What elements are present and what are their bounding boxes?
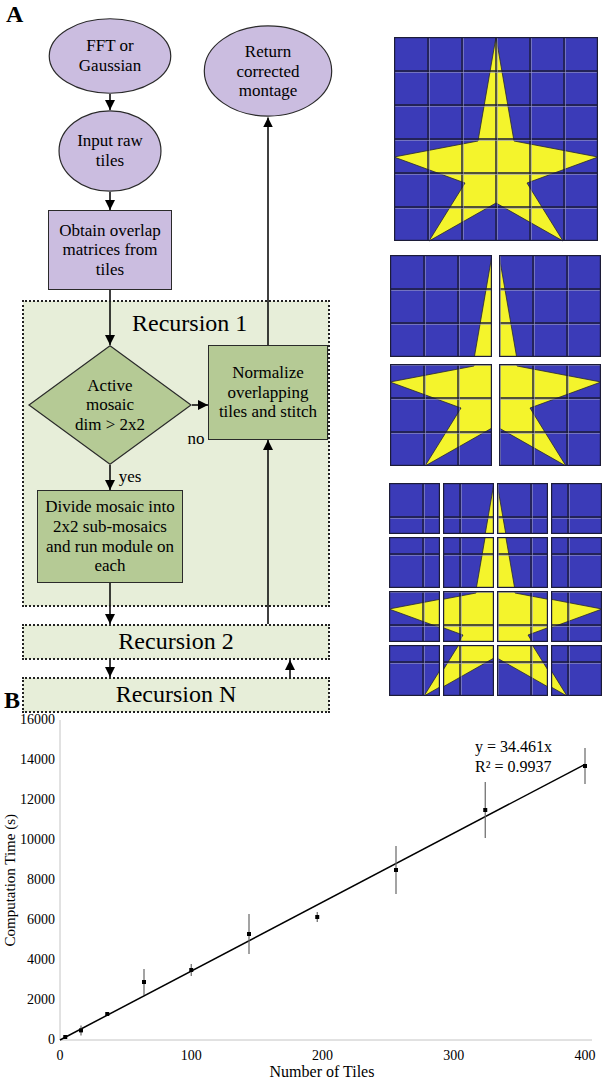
chart [60, 720, 592, 1040]
error-bars [65, 748, 585, 1038]
axis-tick: 300 [443, 1048, 464, 1063]
node-text: FFT or Gaussian [66, 36, 155, 75]
fit-equation: y = 34.461x [475, 738, 552, 756]
panel-letter: B [4, 688, 20, 712]
fit-r-squared: R² = 0.9937 [475, 758, 552, 776]
connector-arrow [109, 583, 111, 624]
node-text: Return corrected montage [221, 42, 315, 101]
process-box: Divide mosaic into 2x2 sub-mosaics and r… [37, 490, 183, 583]
axis-tick: 14000 [20, 752, 55, 767]
band-title: Recursion 2 [118, 628, 233, 656]
node-text: Active mosaic dim > 2x2 [72, 376, 148, 435]
band-fill [23, 301, 329, 606]
connector-arrow [109, 94, 111, 110]
connector-arrow [109, 660, 111, 677]
mosaic-full [394, 37, 598, 241]
axis-tick: 6000 [27, 912, 55, 927]
axis-tick: 2000 [27, 992, 55, 1007]
recursion-band: Recursion 2 [22, 624, 330, 660]
axis-tick: 12000 [20, 792, 55, 807]
decision-diamond: Active mosaic dim > 2x2 [28, 345, 192, 465]
node-text: Divide mosaic into 2x2 sub-mosaics and r… [44, 497, 176, 575]
connector-arrow [109, 290, 111, 345]
recursion-band: Recursion N [22, 677, 330, 713]
mosaic-blocks [389, 483, 602, 696]
band-title: Recursion N [116, 681, 237, 709]
process-box: Obtain overlap matrices from tiles [48, 210, 172, 290]
connector-arrow [267, 117, 269, 345]
start-ellipse: FFT or Gaussian [48, 18, 172, 94]
ellipse-outline [204, 26, 331, 116]
axis-tick: 4000 [27, 952, 55, 967]
connector-arrow [109, 192, 111, 210]
connector-arrow [109, 465, 111, 490]
band-fills [23, 301, 329, 712]
diamond-outline [29, 346, 191, 465]
connector-arrow [267, 440, 269, 624]
axis-tick: 0 [57, 1048, 64, 1063]
connector-arrow [192, 404, 208, 406]
ellipse-outline [49, 19, 171, 93]
axis-tick: 200 [312, 1048, 333, 1063]
axis-tick: 400 [575, 1048, 596, 1063]
node-text: Obtain overlap matrices from tiles [55, 221, 165, 280]
band-title: Recursion 1 [132, 310, 247, 338]
end-ellipse: Return corrected montage [203, 25, 333, 117]
data-points [63, 764, 587, 1039]
chart-axes [60, 720, 592, 1040]
ellipse-outline [59, 111, 161, 191]
axis-tick: 0 [48, 1032, 55, 1047]
panel-letter: A [6, 2, 23, 26]
mosaic-quarters [390, 255, 601, 466]
node-text: Input raw tiles [73, 131, 148, 170]
connector-arrow [289, 660, 291, 677]
edge-label: yes [119, 468, 142, 487]
axis-tick: 10000 [20, 832, 55, 847]
axis-tick: 100 [181, 1048, 202, 1063]
band-fill [23, 678, 329, 712]
recursion-band: Recursion 1 Active mosaic dim > 2x2 Normal… [22, 300, 330, 607]
axis-tick: 16000 [20, 712, 55, 727]
input-ellipse: Input raw tiles [58, 110, 162, 192]
axis-tick: 8000 [27, 872, 55, 887]
node-text: Normalize overlapping tiles and stitch [215, 363, 321, 422]
axis-title: Computation Time (s) [2, 814, 19, 947]
axis-title: Number of Tiles [270, 1063, 375, 1081]
process-box: Normalize overlapping tiles and stitch [208, 345, 328, 440]
band-fill [23, 625, 329, 659]
trend-line [60, 764, 585, 1040]
edge-label: no [188, 430, 205, 449]
